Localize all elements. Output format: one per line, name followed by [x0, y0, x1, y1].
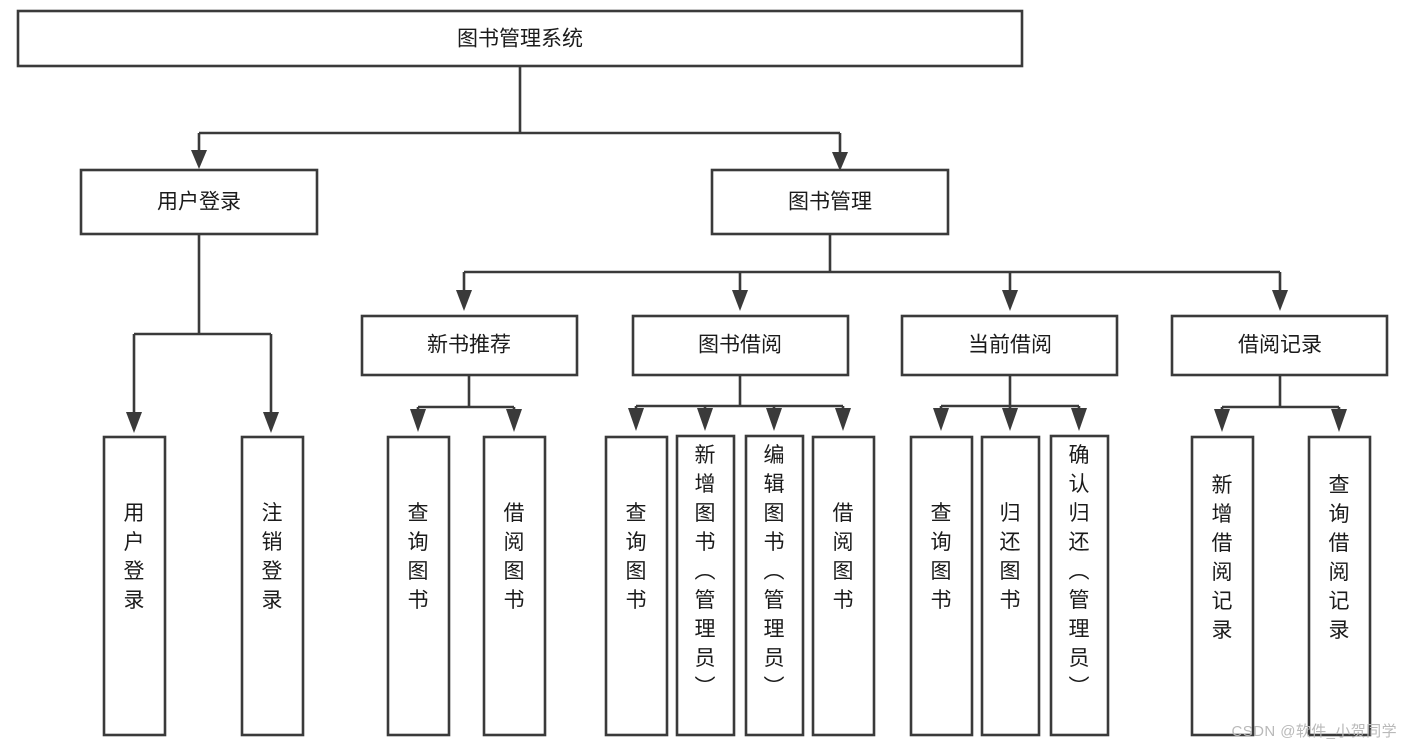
leaf-current-borrow-2-label: 确认归还︵管理员︶ — [1069, 444, 1090, 699]
node-book-management[interactable]: 图书管理 — [710, 168, 950, 236]
node-book-borrow-label: 图书借阅 — [698, 334, 782, 357]
leaf-book-borrow-0[interactable]: 查询图书 — [604, 435, 669, 737]
connector-root-to-level2 — [191, 66, 848, 171]
leaf-book-borrow-0-label: 查询图书 — [626, 502, 647, 612]
leaf-current-borrow-1-label: 归还图书 — [1000, 502, 1021, 612]
node-current-borrow-label: 当前借阅 — [968, 334, 1052, 357]
node-borrow-record[interactable]: 借阅记录 — [1170, 314, 1389, 377]
leaf-borrow-record-0-label: 新增借阅记录 — [1212, 474, 1233, 642]
leaf-current-borrow-2[interactable]: 确认归还︵管理员︶ — [1049, 434, 1110, 737]
node-user-login[interactable]: 用户登录 — [79, 168, 319, 236]
leaf-current-borrow-0-label: 查询图书 — [931, 502, 952, 612]
leaf-user-login-1[interactable]: 注销登录 — [240, 435, 305, 737]
leaf-book-borrow-1[interactable]: 新增图书︵管理员︶ — [675, 434, 736, 737]
leaf-current-borrow-0[interactable]: 查询图书 — [909, 435, 974, 737]
node-book-management-label: 图书管理 — [788, 191, 872, 214]
leaf-current-borrow-1[interactable]: 归还图书 — [980, 435, 1041, 737]
leaf-borrow-record-1[interactable]: 查询借阅记录 — [1307, 435, 1372, 737]
node-current-borrow[interactable]: 当前借阅 — [900, 314, 1119, 377]
leaf-new-book-1[interactable]: 借阅图书 — [482, 435, 547, 737]
leaf-user-login-0-label: 用户登录 — [124, 502, 145, 612]
node-new-book-recommend[interactable]: 新书推荐 — [360, 314, 579, 377]
leaf-book-borrow-3[interactable]: 借阅图书 — [811, 435, 876, 737]
leaf-book-borrow-3-label: 借阅图书 — [833, 502, 854, 612]
leaf-book-borrow-2[interactable]: 编辑图书︵管理员︶ — [744, 434, 805, 737]
leaf-book-borrow-2-label: 编辑图书︵管理员︶ — [764, 444, 785, 699]
connector-borrowrecord-to-leaves — [1214, 375, 1347, 432]
node-root[interactable]: 图书管理系统 — [16, 9, 1024, 68]
leaf-new-book-1-label: 借阅图书 — [504, 502, 525, 612]
leaf-new-book-0-label: 查询图书 — [408, 502, 429, 612]
leaf-user-login-1-label: 注销登录 — [262, 502, 283, 612]
connector-userlogin-to-leaves — [126, 234, 279, 433]
connector-newbook-to-leaves — [410, 375, 522, 432]
connector-bookborrow-to-leaves — [628, 375, 851, 431]
leaf-new-book-0[interactable]: 查询图书 — [386, 435, 451, 737]
leaf-book-borrow-1-label: 新增图书︵管理员︶ — [695, 444, 716, 699]
node-book-borrow[interactable]: 图书借阅 — [631, 314, 850, 377]
node-new-book-recommend-label: 新书推荐 — [427, 334, 511, 357]
leaf-borrow-record-1-label: 查询借阅记录 — [1329, 474, 1350, 642]
connector-bookmgmt-to-level3 — [456, 234, 1288, 311]
node-root-label: 图书管理系统 — [457, 28, 583, 51]
leaf-user-login-0[interactable]: 用户登录 — [102, 435, 167, 737]
connector-currentborrow-to-leaves — [933, 375, 1087, 431]
node-borrow-record-label: 借阅记录 — [1238, 334, 1322, 357]
leaf-borrow-record-0[interactable]: 新增借阅记录 — [1190, 435, 1255, 737]
node-user-login-label: 用户登录 — [157, 191, 241, 214]
